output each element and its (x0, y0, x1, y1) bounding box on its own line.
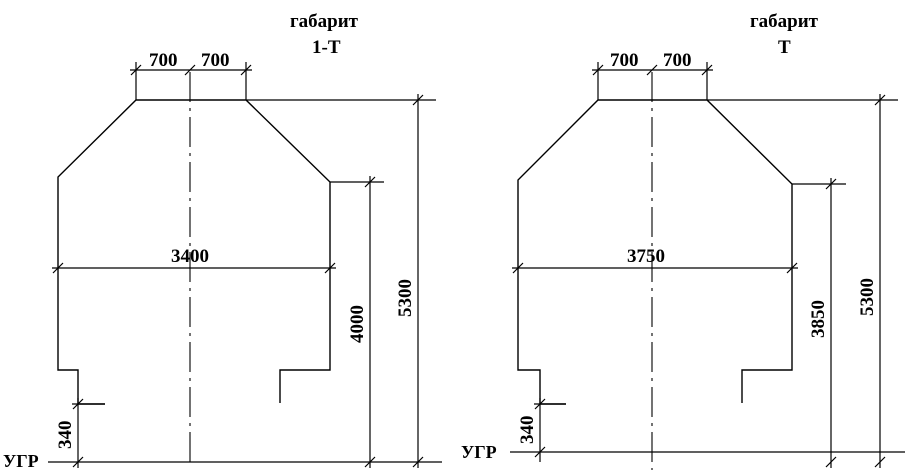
diagram-t-title-line2: Т (778, 37, 791, 58)
diagram-t-side-height-dimension (825, 178, 837, 468)
diagram-1t-side-height-dim: 4000 (347, 305, 368, 343)
diagram-t-top-left-dim: 700 (610, 50, 639, 71)
diagram-t-total-height-dim: 5300 (857, 278, 878, 316)
diagram-t: габарит Т 700 700 3750 (461, 11, 905, 470)
diagram-1t-total-height-dim: 5300 (395, 279, 416, 317)
diagram-1t-step-height-dimension (72, 398, 105, 468)
diagram-1t-title-line2: 1-Т (312, 37, 341, 58)
diagram-t-top-right-dim: 700 (663, 50, 692, 71)
diagram-t-title-line1: габарит (750, 11, 819, 32)
diagram-t-step-height-dim: 340 (517, 416, 538, 445)
diagram-1t-top-dimension (130, 62, 252, 100)
diagram-t-top-dimension (592, 62, 713, 100)
diagram-t-width-dimension (512, 262, 798, 274)
diagram-1t-title-line1: габарит (290, 11, 359, 32)
diagram-1t-width-dim: 3400 (171, 246, 209, 267)
diagram-t-side-height-dim: 3850 (808, 300, 829, 338)
diagram-1t-step-height-dim: 340 (55, 421, 76, 450)
diagram-t-width-dim: 3750 (627, 246, 665, 267)
diagram-t-total-height-dimension (874, 94, 886, 468)
diagram-1t-top-right-dim: 700 (201, 50, 230, 71)
diagram-1t-base-label: УГР (3, 451, 39, 471)
diagram-1t: габарит 1-Т 700 700 3400 (3, 11, 442, 471)
diagram-t-base-label: УГР (461, 442, 497, 462)
diagram-1t-width-dimension (52, 262, 336, 274)
diagram-1t-top-left-dim: 700 (149, 50, 178, 71)
